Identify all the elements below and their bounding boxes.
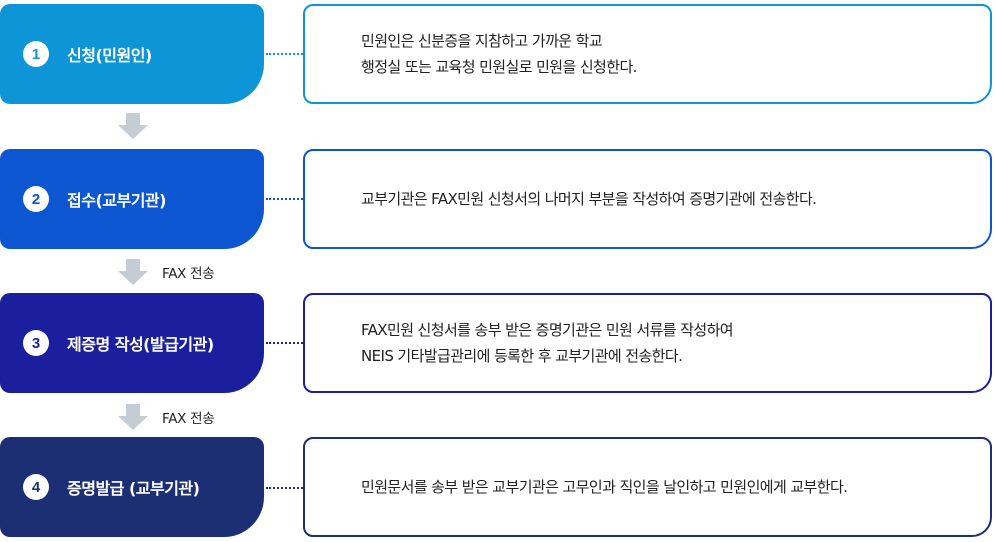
step-title: 신청(민원인) xyxy=(67,46,152,65)
down-arrow-icon xyxy=(118,259,148,285)
step-description: 민원인은 신분증을 지참하고 가까운 학교 행정실 또는 교육청 민원실로 민원… xyxy=(361,32,637,76)
arrow-label-fax: FAX 전송 xyxy=(162,266,215,282)
step-title: 증명발급 (교부기관) xyxy=(67,479,200,498)
step-3-box: 3 제증명 작성(발급기관) xyxy=(0,293,264,393)
step-description: FAX민원 신청서를 송부 받은 증명기관은 민원 서류를 작성하여 NEIS … xyxy=(361,321,734,365)
step-number-badge: 3 xyxy=(23,330,49,356)
step-number-badge: 1 xyxy=(23,41,49,67)
dotted-connector xyxy=(266,342,303,344)
step-description: 교부기관은 FAX민원 신청서의 나머지 부분을 작성하여 증명기관에 전송한다… xyxy=(361,190,817,208)
step-title: 접수(교부기관) xyxy=(67,191,166,210)
step-2-description-box: 교부기관은 FAX민원 신청서의 나머지 부분을 작성하여 증명기관에 전송한다… xyxy=(303,149,992,249)
dotted-connector xyxy=(266,53,303,55)
step-4-box: 4 증명발급 (교부기관) xyxy=(0,437,264,537)
step-number-badge: 4 xyxy=(23,474,49,500)
step-title: 제증명 작성(발급기관) xyxy=(67,335,214,354)
dotted-connector xyxy=(266,198,303,200)
dotted-connector xyxy=(266,487,303,489)
step-number-badge: 2 xyxy=(23,186,49,212)
step-4-description-box: 민원문서를 송부 받은 교부기관은 고무인과 직인을 날인하고 민원인에게 교부… xyxy=(303,437,992,537)
step-1-description-box: 민원인은 신분증을 지참하고 가까운 학교 행정실 또는 교육청 민원실로 민원… xyxy=(303,4,992,104)
down-arrow-icon xyxy=(118,113,148,139)
arrow-label-fax: FAX 전송 xyxy=(162,411,215,427)
step-1-box: 1 신청(민원인) xyxy=(0,4,264,104)
down-arrow-icon xyxy=(118,404,148,430)
step-2-box: 2 접수(교부기관) xyxy=(0,149,264,249)
step-description: 민원문서를 송부 받은 교부기관은 고무인과 직인을 날인하고 민원인에게 교부… xyxy=(361,478,848,496)
step-3-description-box: FAX민원 신청서를 송부 받은 증명기관은 민원 서류를 작성하여 NEIS … xyxy=(303,293,992,393)
